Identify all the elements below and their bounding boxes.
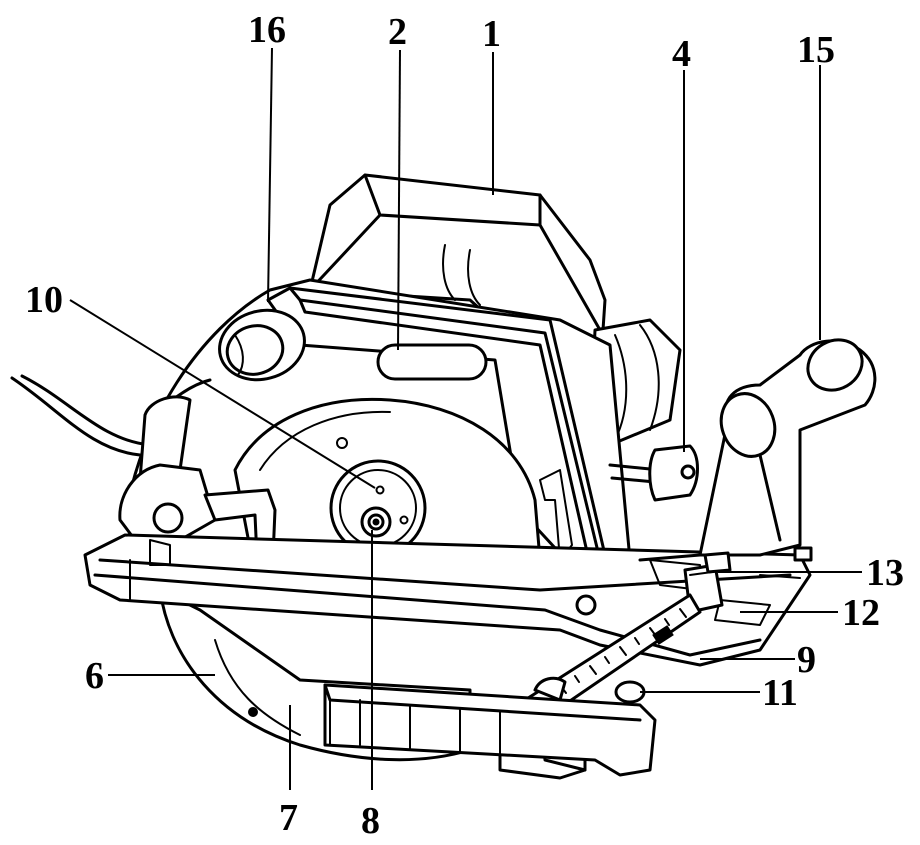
power-cord xyxy=(10,374,152,457)
callout-13: 13 xyxy=(866,552,904,594)
callout-16: 16 xyxy=(248,9,286,51)
callout-6: 6 xyxy=(85,655,104,697)
callout-11: 11 xyxy=(762,672,798,714)
callout-8: 8 xyxy=(361,800,380,842)
callout-7: 7 xyxy=(279,797,298,839)
callout-labels: 16 2 1 4 15 10 13 12 9 11 6 7 8 xyxy=(25,9,904,842)
callout-2: 2 xyxy=(388,11,407,53)
parallel-guide xyxy=(323,551,732,780)
callout-12: 12 xyxy=(842,592,880,634)
rear-handle xyxy=(638,338,877,562)
leader-lines xyxy=(69,47,862,790)
callout-1: 1 xyxy=(482,13,501,55)
depth-adjust-knob xyxy=(608,444,699,502)
callout-9: 9 xyxy=(797,639,816,681)
callout-10: 10 xyxy=(25,279,63,321)
depth-slot xyxy=(376,343,488,381)
dust-extraction-port xyxy=(218,308,306,382)
callout-15: 15 xyxy=(797,29,835,71)
callout-4: 4 xyxy=(672,33,691,75)
